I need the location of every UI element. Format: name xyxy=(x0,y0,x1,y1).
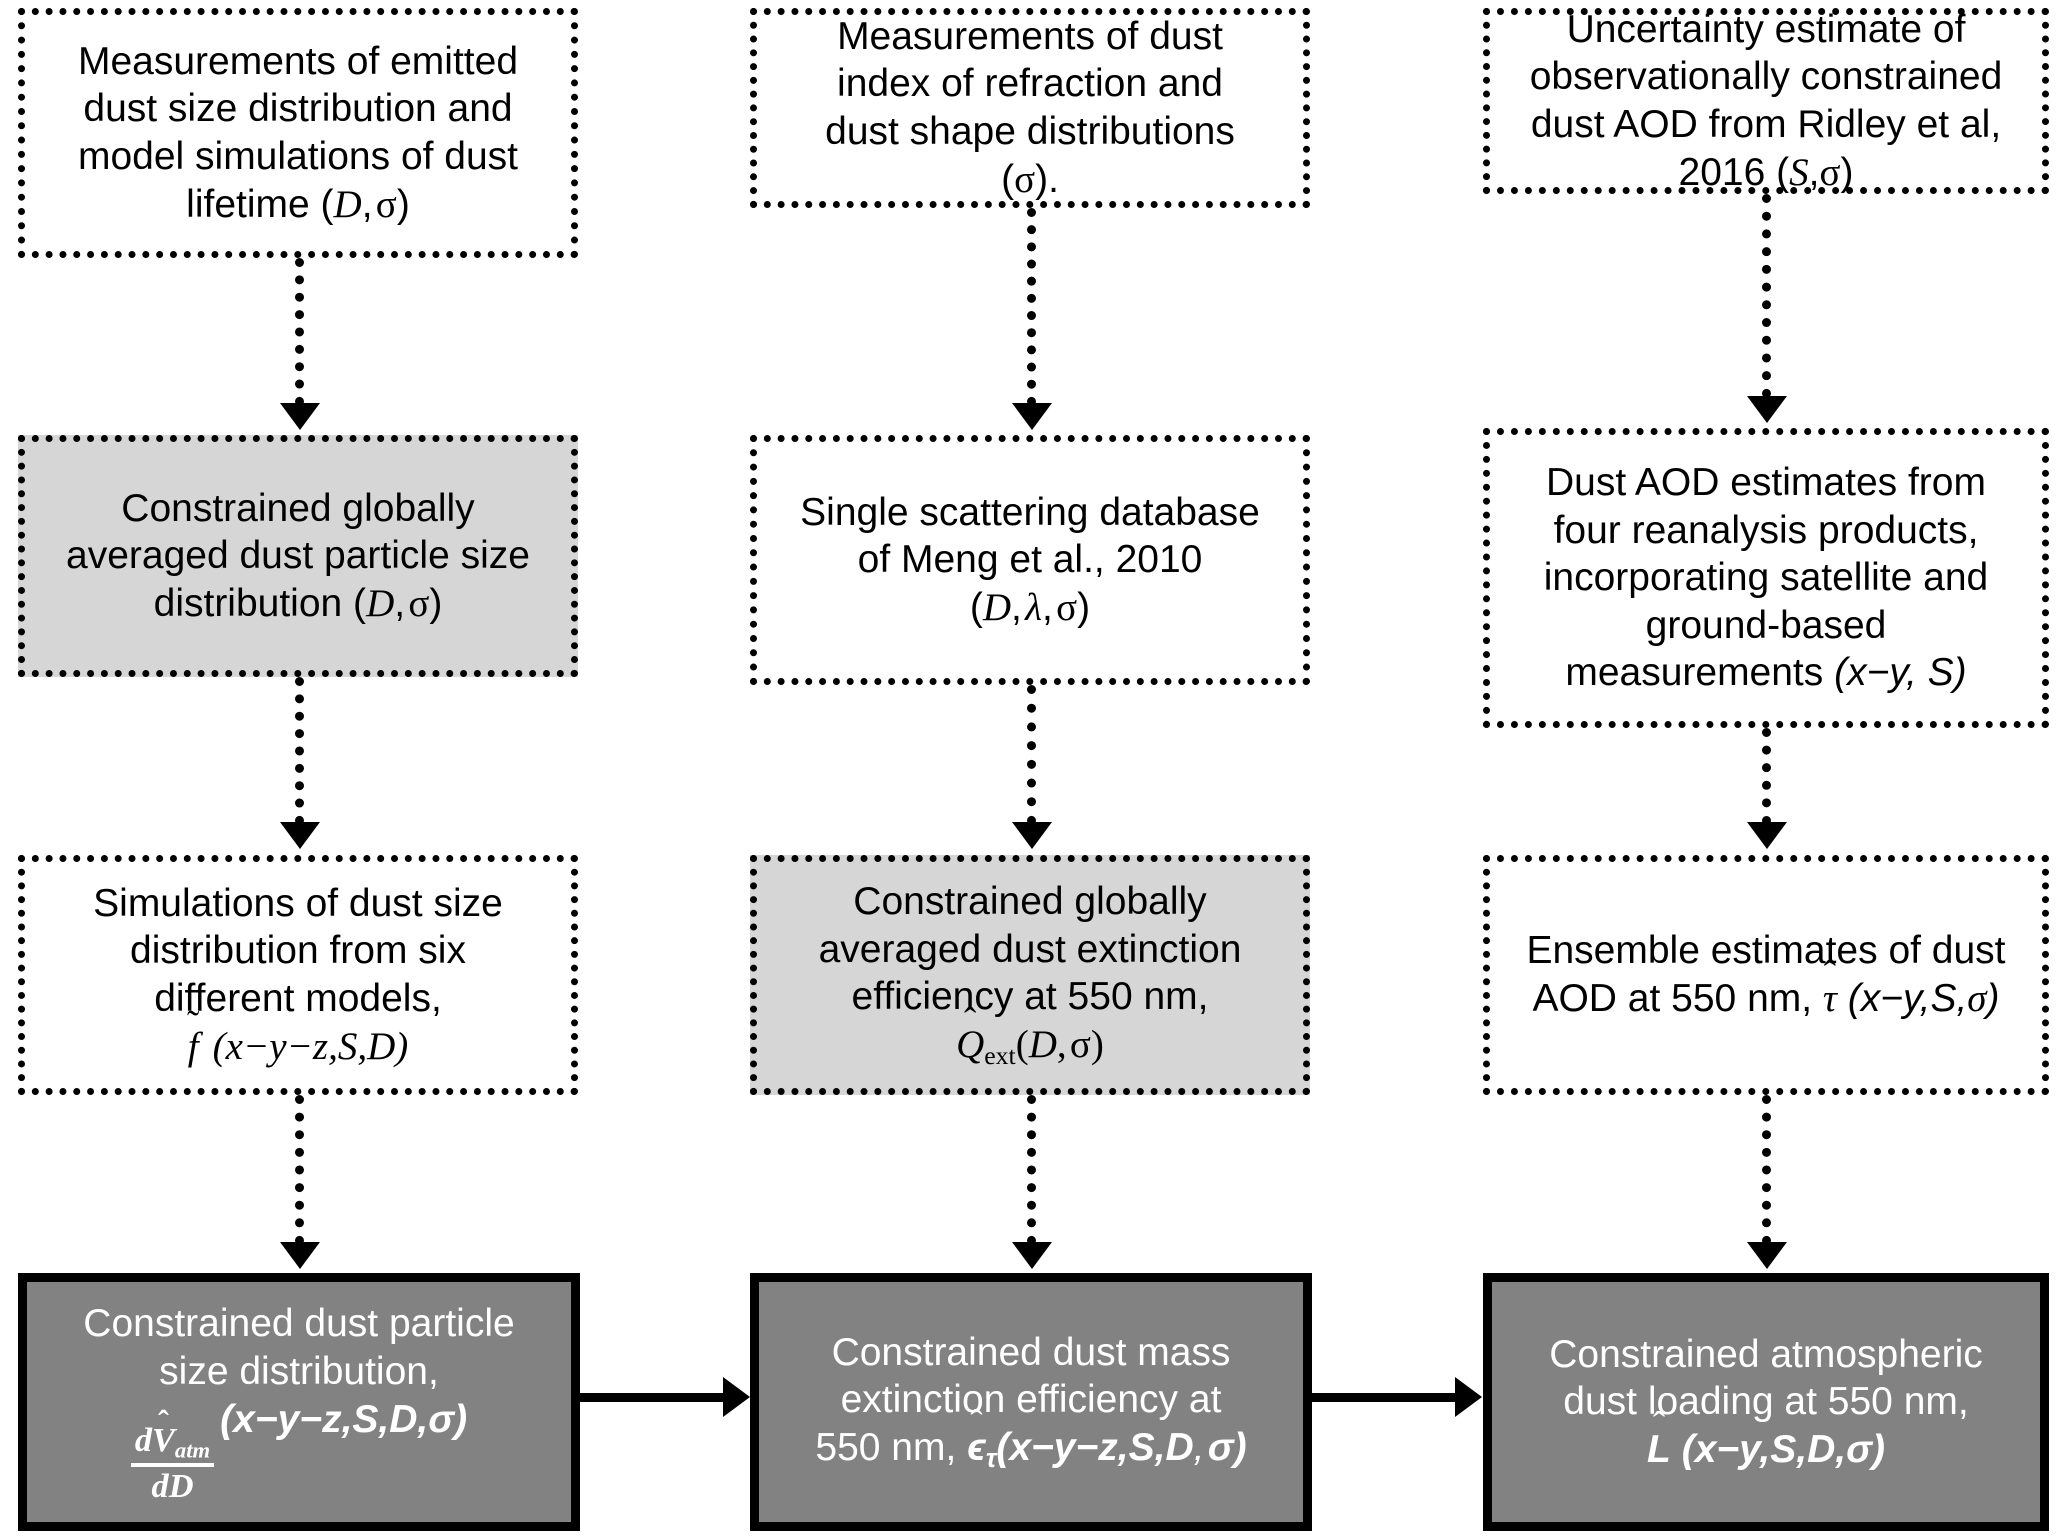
arrow-col2-r3-to-r4 xyxy=(1027,1095,1036,1245)
arrow-col2-r3-to-r4-head xyxy=(1012,1242,1052,1269)
arrow-col1-r3-to-r4 xyxy=(295,1095,304,1245)
arrow-col2-r1-to-r2-head xyxy=(1012,403,1052,430)
arrow-col3-r1-to-r2-head xyxy=(1747,396,1787,423)
arrow-col3-r1-to-r2 xyxy=(1762,194,1771,398)
arrow-col1-r2-to-r3 xyxy=(295,677,304,825)
arrow-col1-r2-to-r3-head xyxy=(280,822,320,849)
arrow-col2-r2-to-r3-head xyxy=(1012,822,1052,849)
arrow-col1-r1-to-r2-head xyxy=(280,403,320,430)
arrow-col3-r2-to-r3-head xyxy=(1747,822,1787,849)
arrow-result1-to-result2-head xyxy=(723,1377,750,1417)
arrow-col1-r3-to-r4-head xyxy=(280,1242,320,1269)
arrow-result1-to-result2 xyxy=(580,1393,728,1402)
arrow-result2-to-result3 xyxy=(1312,1393,1460,1402)
arrow-col2-r1-to-r2 xyxy=(1027,208,1036,406)
arrow-col3-r3-to-r4 xyxy=(1762,1095,1771,1245)
arrow-col3-r2-to-r3 xyxy=(1762,728,1771,825)
arrow-col3-r3-to-r4-head xyxy=(1747,1242,1787,1269)
arrow-result2-to-result3-head xyxy=(1455,1377,1482,1417)
arrow-col1-r1-to-r2 xyxy=(295,258,304,406)
arrow-col2-r2-to-r3 xyxy=(1027,685,1036,825)
